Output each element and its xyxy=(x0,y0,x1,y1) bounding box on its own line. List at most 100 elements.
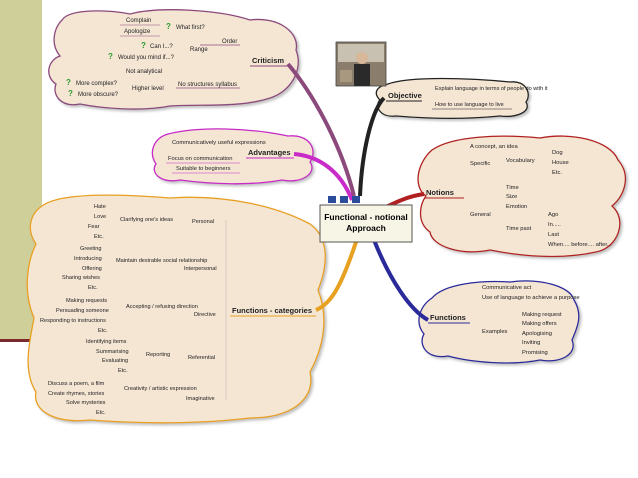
notions-cloud xyxy=(417,135,627,258)
dir-item-3: Responding to instructions xyxy=(40,318,106,324)
question-icon-2: ? xyxy=(141,41,146,50)
objective-title: Objective xyxy=(388,91,422,100)
objective-item-2: How to use language to live xyxy=(435,102,504,108)
referential-label: Referential xyxy=(188,355,215,361)
accepting-label: Accepting / refusing direction xyxy=(126,304,198,310)
dir-item-2: Persuading someone xyxy=(56,308,109,314)
time-past-item-3: Last xyxy=(548,232,559,238)
center-marker-2 xyxy=(340,196,348,203)
advantages-group: Advantages Communicatively useful expres… xyxy=(166,140,294,174)
example-item-3: Apologising xyxy=(522,331,552,337)
more-obscure-label: More obscure? xyxy=(78,92,119,98)
functions-group: Functions Communicative act Use of langu… xyxy=(428,285,580,356)
notions-title: Notions xyxy=(426,188,454,197)
example-item-5: Promising xyxy=(522,350,548,356)
question-icon-3: ? xyxy=(108,52,113,61)
example-item-1: Making request xyxy=(522,312,562,318)
interpersonal-label: Interpersonal xyxy=(184,266,217,272)
imag-item-2: Create rhymes, stories xyxy=(48,391,104,397)
personal-item-1: Hate xyxy=(94,204,106,210)
advantages-cloud xyxy=(151,128,314,185)
ref-item-4: Etc. xyxy=(118,368,128,374)
time-past-label: Time past xyxy=(506,226,532,232)
branch-functions xyxy=(372,239,430,322)
personal-item-2: Love xyxy=(94,214,106,220)
size-label: Size xyxy=(506,194,517,200)
specific-label: Specific xyxy=(470,161,490,167)
dir-item-1: Making requests xyxy=(66,298,107,304)
advantage-item-3: Suitable to beginners xyxy=(176,166,231,172)
advantage-item-2: Focus on communication xyxy=(168,156,232,162)
vocab-item-3: Etc. xyxy=(552,170,562,176)
apologize-label: Apologize xyxy=(124,29,151,35)
center-node xyxy=(319,204,413,243)
question-icon-4: ? xyxy=(66,78,71,87)
center-title-line1: Functional - notional xyxy=(324,212,408,222)
communicative-label: Communicative act xyxy=(482,285,532,291)
notions-group: Notions A concept, an idea Specific Voca… xyxy=(424,144,612,248)
personal-item-4: Etc. xyxy=(94,234,104,240)
dir-item-4: Etc. xyxy=(98,328,108,334)
emotion-label: Emotion xyxy=(506,204,527,210)
time-label: Time xyxy=(506,185,519,191)
time-past-item-1: Ago xyxy=(548,212,558,218)
inter-item-3: Offering xyxy=(82,266,102,272)
reporting-label: Reporting xyxy=(146,352,170,358)
question-icon-5: ? xyxy=(68,89,73,98)
imaginative-label: Imaginative xyxy=(186,396,215,402)
teacher-photo xyxy=(335,41,387,87)
examples-label: Examples xyxy=(482,329,508,335)
criticism-title: Criticism xyxy=(252,56,284,65)
what-first-label: What first? xyxy=(176,25,205,31)
more-complex-label: More complex? xyxy=(76,81,118,87)
question-icon-1: ? xyxy=(166,22,171,31)
example-item-2: Making offers xyxy=(522,321,557,327)
categories-cloud xyxy=(26,194,326,424)
concept-label: A concept, an idea xyxy=(470,144,518,150)
personal-item-3: Fear xyxy=(88,224,100,230)
functions-cloud xyxy=(418,280,580,364)
would-you-label: Would you mind if...? xyxy=(118,55,175,61)
advantages-title: Advantages xyxy=(248,148,291,157)
branch-criticism xyxy=(286,62,356,197)
vocab-item-1: Dog xyxy=(552,150,563,156)
criticism-group: Criticism Order Complain Apologize ? Wha… xyxy=(66,18,292,98)
vocab-item-2: House xyxy=(552,160,569,166)
imag-item-3: Solve mysteries xyxy=(66,400,106,406)
categories-title: Functions - categories xyxy=(232,306,312,315)
time-past-item-2: In..... xyxy=(548,222,561,228)
branch-advantages xyxy=(293,152,354,201)
categories-group: Functions - categories Personal Clarifyi… xyxy=(40,204,316,416)
not-analytical-label: Not analytical xyxy=(126,69,162,75)
clarifying-label: Clarifying one's ideas xyxy=(120,217,173,223)
functions-title: Functions xyxy=(430,313,466,322)
criticism-cloud xyxy=(48,9,299,110)
center-marker-1 xyxy=(328,196,336,203)
personal-label: Personal xyxy=(192,219,214,225)
maintain-label-line: Maintain desirable social relationship xyxy=(116,258,207,264)
creativity-label: Creativity / artistic expression xyxy=(124,386,197,392)
directive-label: Directive xyxy=(194,312,216,318)
complain-label: Complain xyxy=(126,18,151,24)
inter-item-4: Sharing wishes xyxy=(62,275,100,281)
center-title-line2: Approach xyxy=(346,223,386,233)
advantage-item-1: Communicatively useful expressions xyxy=(172,140,266,146)
center-marker-3 xyxy=(352,196,360,203)
example-item-4: Inviting xyxy=(522,340,540,346)
range-label: Range xyxy=(190,47,208,53)
higher-level-label: Higher level xyxy=(132,86,164,92)
inter-item-1: Greeting xyxy=(80,246,101,252)
ref-item-1: Identifying items xyxy=(86,339,127,345)
vocabulary-label: Vocabulary xyxy=(506,158,535,164)
use-language-label: Use of language to achieve a purpose xyxy=(482,295,580,301)
objective-group: Objective Explain language in terms of p… xyxy=(386,86,548,110)
branch-categories xyxy=(315,241,358,312)
imag-item-1: Discuss a poem, a film xyxy=(48,381,105,387)
general-label: General xyxy=(470,212,491,218)
inter-item-5: Etc. xyxy=(88,285,98,291)
can-i-label: Can I...? xyxy=(150,44,173,50)
ref-item-3: Evaluating xyxy=(102,358,128,364)
order-label: Order xyxy=(222,39,237,45)
sidebar-divider xyxy=(0,339,30,342)
